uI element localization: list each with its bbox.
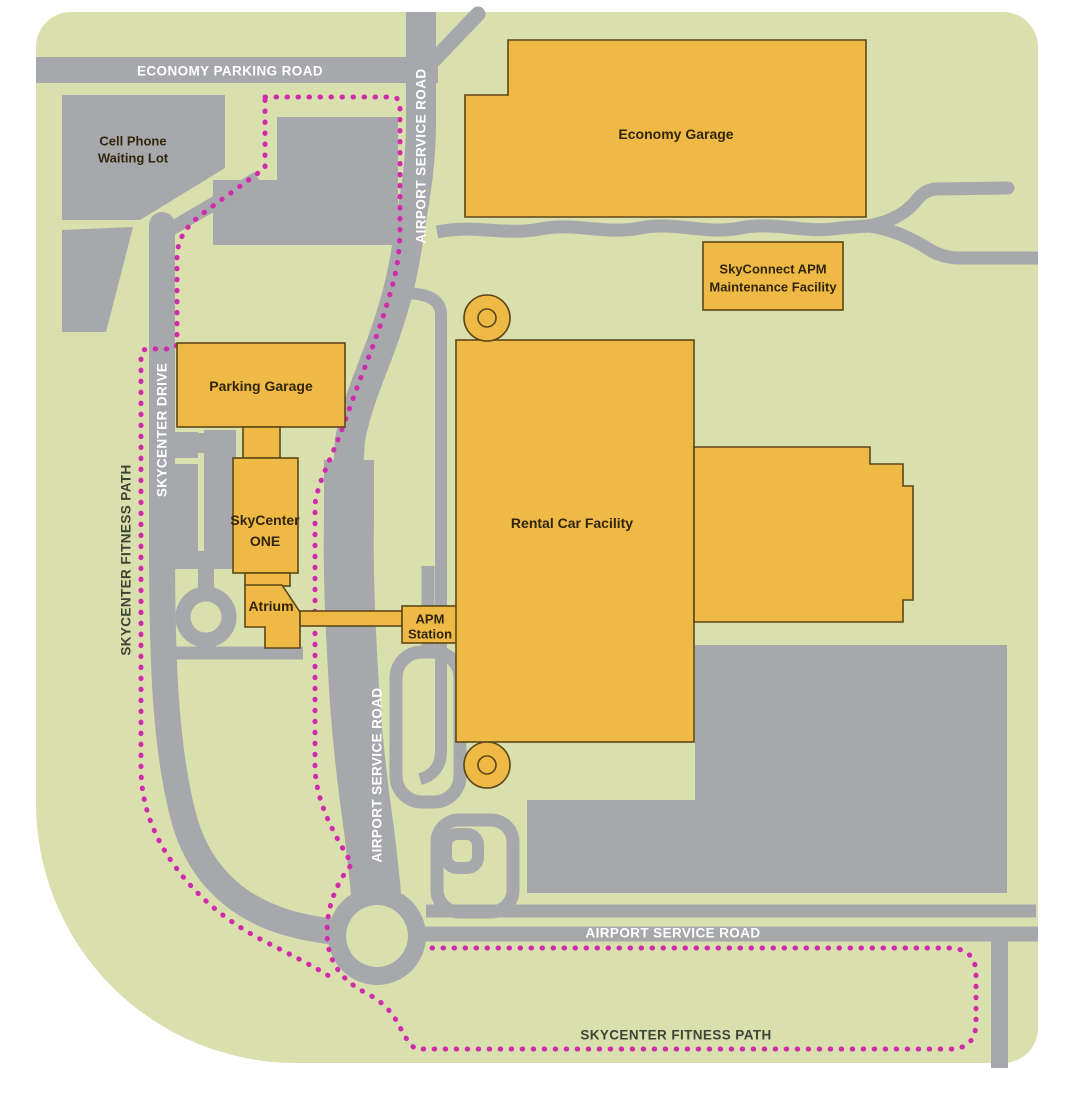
road-fork-upper [861, 181, 1015, 233]
roundabout-center [346, 905, 408, 967]
road-wavy-east [435, 219, 869, 239]
apm-station-label-2: Station [408, 627, 452, 642]
airport-service-road-label-top: AIRPORT SERVICE ROAD [414, 68, 429, 243]
roads [36, 6, 1038, 1068]
cell-phone-waiting-lot-label-1: Cell Phone [99, 134, 166, 149]
road-branch-topright [424, 6, 486, 70]
skycenter-one-label-1: SkyCenter [230, 512, 300, 528]
lot-band [204, 430, 236, 563]
ramp-donut-top-center [477, 308, 497, 328]
rental-car-service-lane [399, 287, 447, 785]
airport-service-road-south [323, 460, 402, 912]
skycenter-drive-label: SKYCENTER DRIVE [155, 363, 170, 497]
fitness-path-label-left: SKYCENTER FITNESS PATH [119, 464, 134, 655]
skyconnect-apm-label-2: Maintenance Facility [709, 280, 837, 295]
apm-station-label-1: APM [416, 612, 445, 627]
parking-garage-label: Parking Garage [209, 378, 313, 394]
parking-lots [62, 95, 1007, 893]
parking-garage-building [176, 342, 346, 428]
ramp-donut-bottom-center [477, 755, 497, 775]
lot-stub [175, 433, 205, 453]
economy-garage-building [464, 39, 867, 218]
airport-service-road-label-mid: AIRPORT SERVICE ROAD [370, 687, 385, 862]
skyconnect-apm-label-1: SkyConnect APM [719, 262, 826, 277]
rental-car-facility-label: Rental Car Facility [511, 515, 633, 531]
skycenter-neck-lower [244, 572, 291, 587]
skycenter-one-building [232, 457, 299, 574]
lot-bottom-right [527, 645, 1007, 893]
economy-garage-label: Economy Garage [618, 126, 733, 142]
economy-parking-road [36, 57, 438, 83]
economy-parking-road-label: ECONOMY PARKING ROAD [137, 64, 323, 79]
skycenter-fitness-path-route [138, 94, 979, 1052]
airport-service-road-north [332, 12, 436, 486]
atrium-label: Atrium [248, 598, 293, 614]
fitness-path-east-loop [262, 94, 979, 1052]
rental-car-east-wing [693, 446, 914, 623]
atrium-building [244, 584, 301, 649]
skyconnect-apm-maintenance-facility-building [702, 241, 844, 311]
rental-car-facility-building [455, 339, 695, 743]
lot-top-center [213, 117, 398, 245]
skycenter-neck-upper [242, 426, 281, 459]
road-branch-bottomright [991, 934, 1008, 1068]
fitness-path-label-bottom: SKYCENTER FITNESS PATH [580, 1028, 771, 1043]
lot-wedge-left [62, 227, 133, 332]
road-fork-lower [867, 219, 1038, 265]
buildings [176, 39, 914, 789]
cell-phone-waiting-lot-area [62, 95, 225, 220]
culdesac-loop [175, 586, 237, 648]
ramp-square [440, 828, 484, 874]
cell-phone-waiting-lot-label-2: Waiting Lot [98, 151, 169, 166]
fitness-path-west-loop [138, 97, 335, 981]
airport-service-road-label-bottom: AIRPORT SERVICE ROAD [585, 926, 760, 941]
apm-bridge [299, 610, 403, 627]
skycenter-one-label-2: ONE [250, 533, 280, 549]
